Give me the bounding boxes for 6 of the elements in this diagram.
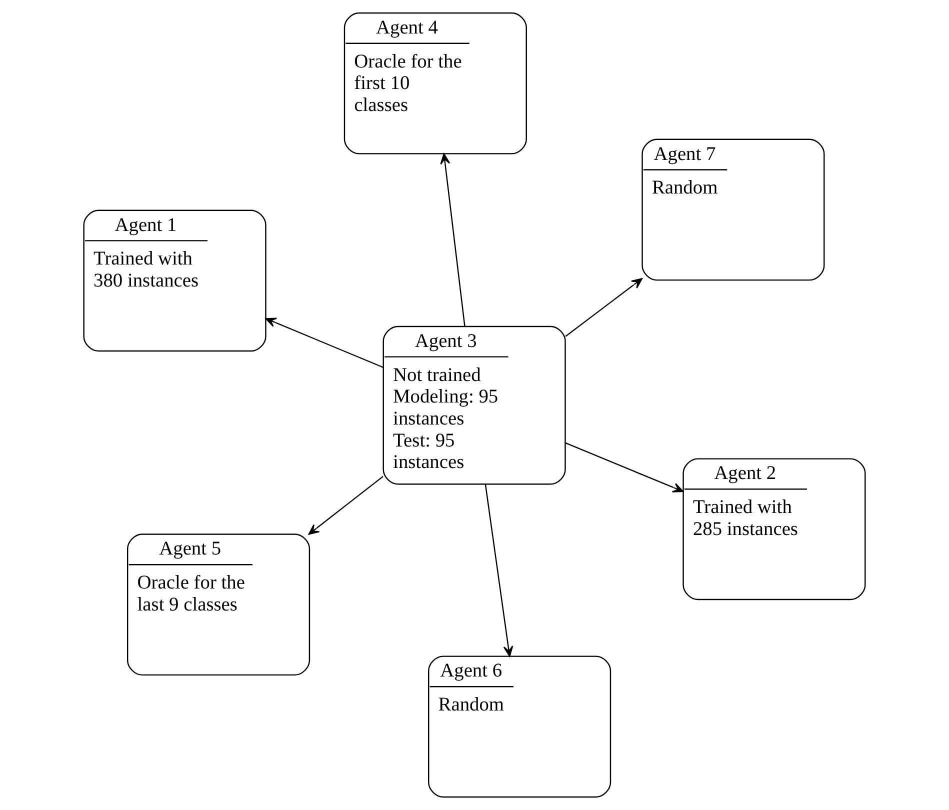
arrow (308, 476, 384, 535)
arrow (265, 318, 384, 368)
arrow (440, 153, 466, 326)
arrow (565, 442, 684, 492)
arrow (484, 484, 514, 657)
arrow (565, 278, 642, 337)
